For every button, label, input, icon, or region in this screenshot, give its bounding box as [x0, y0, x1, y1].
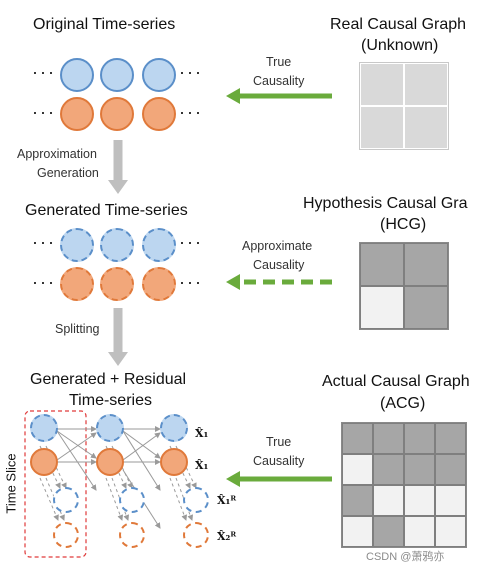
- x-hat-2-residual-label: X̂₂ᴿ: [217, 530, 237, 543]
- generated-blue-node: [100, 228, 134, 262]
- residual-blue-node: [183, 487, 209, 513]
- true-causality-label-top-line2: Causality: [253, 74, 305, 88]
- splitting-label: Splitting: [55, 322, 100, 336]
- ellipsis-left-row1: ···: [32, 62, 56, 82]
- acg-title: Actual Causal Graph: [322, 373, 470, 390]
- ellipsis-right-row1: ···: [179, 62, 203, 82]
- residual-generated-orange-node: [160, 448, 188, 476]
- original-orange-node: [100, 97, 134, 131]
- real-causal-graph-subtitle: (Unknown): [361, 37, 439, 54]
- generated-orange-node: [60, 267, 94, 301]
- residual-generated-blue-node: [160, 414, 188, 442]
- acg-subtitle: (ACG): [380, 395, 426, 412]
- generated-blue-node: [60, 228, 94, 262]
- ellipsis-left-row2: ···: [32, 102, 56, 122]
- ellipsis-right-row2: ···: [179, 272, 203, 292]
- residual-orange-node: [119, 522, 145, 548]
- matrix-cell: [404, 516, 435, 547]
- original-blue-node: [142, 58, 176, 92]
- real-causal-graph-matrix: [359, 62, 449, 150]
- matrix-cell: [404, 243, 448, 286]
- x-hat-1-label: X̂₁: [195, 427, 209, 440]
- matrix-cell: [404, 106, 448, 149]
- residual-timeseries-title-line1: Generated + Residual: [30, 371, 187, 388]
- ellipsis-left-row1: ···: [32, 232, 56, 252]
- true-causality-label-bottom-line1: True: [266, 435, 292, 449]
- residual-generated-orange-node: [30, 448, 58, 476]
- true-causality-label-bottom-line2: Causality: [253, 454, 305, 468]
- true-causality-label-top-line1: True: [266, 55, 292, 69]
- matrix-cell: [435, 485, 466, 516]
- residual-orange-node: [183, 522, 209, 548]
- residual-orange-node: [53, 522, 79, 548]
- matrix-cell: [404, 485, 435, 516]
- matrix-cell: [435, 423, 466, 454]
- ellipsis-right-row2: ···: [179, 102, 203, 122]
- matrix-cell: [360, 286, 404, 329]
- matrix-cell: [404, 63, 448, 106]
- matrix-cell: [435, 454, 466, 485]
- matrix-cell: [404, 454, 435, 485]
- matrix-cell: [360, 243, 404, 286]
- watermark: CSDN @萧鸦亦: [366, 551, 445, 563]
- generated-orange-node: [100, 267, 134, 301]
- matrix-cell: [342, 423, 373, 454]
- hcg-title: Hypothesis Causal Gra: [303, 195, 468, 212]
- generated-orange-node: [142, 267, 176, 301]
- matrix-cell: [404, 286, 448, 329]
- matrix-cell: [373, 423, 404, 454]
- matrix-cell: [435, 516, 466, 547]
- approximate-causality-label-line2: Causality: [253, 258, 305, 272]
- acg-matrix: [341, 422, 467, 548]
- original-orange-node: [60, 97, 94, 131]
- hcg-subtitle: (HCG): [380, 216, 427, 233]
- matrix-cell: [373, 454, 404, 485]
- residual-generated-blue-node: [96, 414, 124, 442]
- matrix-cell: [373, 516, 404, 547]
- generated-blue-node: [142, 228, 176, 262]
- x-hat-1-label: X̂₁: [195, 459, 209, 472]
- matrix-cell: [342, 516, 373, 547]
- residual-generated-blue-node: [30, 414, 58, 442]
- approximation-generation-label-line1: Approximation: [17, 147, 97, 161]
- x-hat-1-residual-label: X̂₁ᴿ: [217, 494, 237, 507]
- residual-blue-node: [119, 487, 145, 513]
- matrix-cell: [360, 63, 404, 106]
- ellipsis-left-row2: ···: [32, 272, 56, 292]
- real-causal-graph-title: Real Causal Graph: [330, 16, 467, 33]
- matrix-cell: [373, 485, 404, 516]
- matrix-cell: [404, 423, 435, 454]
- matrix-cell: [342, 485, 373, 516]
- original-blue-node: [60, 58, 94, 92]
- residual-timeseries-title-line2: Time-series: [69, 392, 152, 409]
- matrix-cell: [342, 454, 373, 485]
- generated-timeseries-title: Generated Time-series: [25, 202, 188, 219]
- approximate-causality-label-line1: Approximate: [242, 239, 313, 253]
- original-timeseries-title: Original Time-series: [33, 16, 176, 33]
- original-blue-node: [100, 58, 134, 92]
- hcg-matrix: [359, 242, 449, 330]
- residual-blue-node: [53, 487, 79, 513]
- original-orange-node: [142, 97, 176, 131]
- ellipsis-right-row1: ···: [179, 232, 203, 252]
- matrix-cell: [360, 106, 404, 149]
- approximation-generation-label-line2: Generation: [37, 166, 99, 180]
- residual-generated-orange-node: [96, 448, 124, 476]
